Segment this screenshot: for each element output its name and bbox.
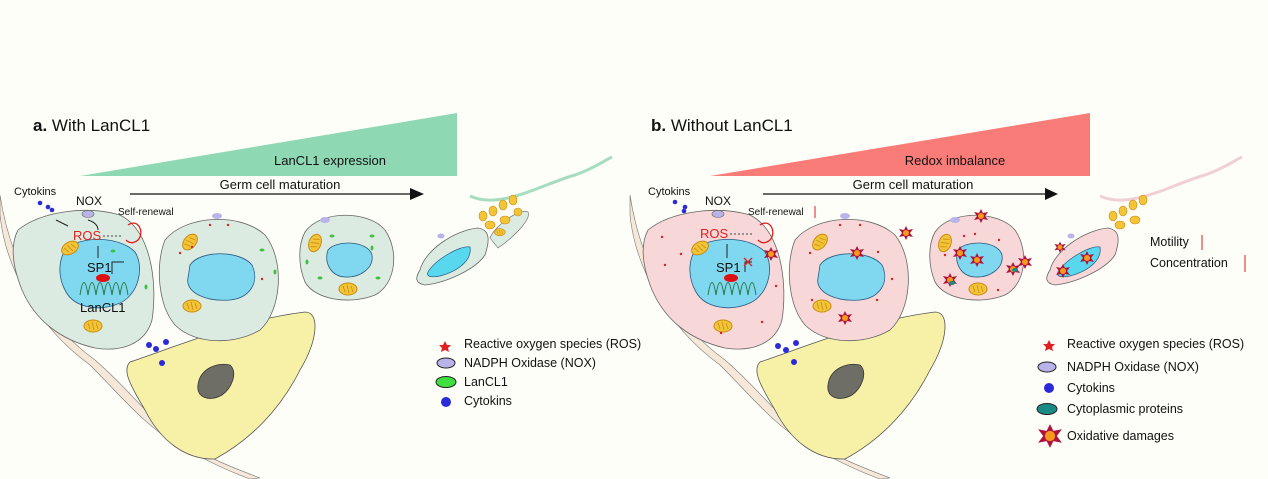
oxidative-damage-icon bbox=[1038, 424, 1062, 448]
ros-label-a: ROS bbox=[73, 228, 102, 243]
sp1-label-a: SP1 bbox=[87, 260, 112, 275]
cytokin-dot-icon bbox=[1044, 383, 1054, 393]
legend-a-item: NADPH Oxidase (NOX) bbox=[464, 356, 596, 370]
sp1-label-b: SP1 bbox=[716, 260, 741, 275]
cytokin-dot-icon bbox=[441, 397, 451, 407]
panel-b: b. Without LanCL1 Redox imbalance Germ c… bbox=[629, 113, 1246, 479]
cytoplasmic-protein-icon bbox=[1036, 403, 1058, 415]
concentration-label: Concentration bbox=[1150, 256, 1228, 270]
legend-a-item: Cytokins bbox=[464, 394, 512, 408]
nox-label-a: NOX bbox=[76, 194, 102, 208]
panel-a-title: a. With LanCL1 bbox=[33, 116, 150, 135]
legend-b-item: NADPH Oxidase (NOX) bbox=[1067, 360, 1199, 374]
legend-b-item: Reactive oxygen species (ROS) bbox=[1067, 337, 1244, 351]
lancl1-expression-label: LanCL1 expression bbox=[274, 153, 386, 168]
sertoli-nucleus bbox=[197, 363, 235, 399]
nox-a1 bbox=[81, 210, 95, 218]
self-renewal-label-b: Self-renewal bbox=[748, 207, 804, 218]
blocked-x-icon bbox=[743, 257, 753, 267]
redox-imbalance-gradient bbox=[710, 113, 1090, 176]
legend-a: Reactive oxygen species (ROS) NADPH Oxid… bbox=[435, 337, 641, 408]
motility-label: Motility bbox=[1150, 235, 1190, 249]
legend-b-item: Cytokins bbox=[1067, 381, 1115, 395]
legend-b-item: Cytoplasmic proteins bbox=[1067, 402, 1183, 416]
sertoli-nucleus bbox=[827, 363, 865, 399]
lancl1-gene-label: LanCL1 bbox=[80, 300, 126, 315]
cytokins-label-a: Cytokins bbox=[14, 186, 57, 198]
lancl1-expression-gradient bbox=[80, 113, 457, 176]
nox-oval-icon bbox=[1037, 361, 1057, 373]
ros-star-icon bbox=[439, 341, 451, 352]
ros-star-icon bbox=[1043, 340, 1055, 351]
maturation-label-a: Germ cell maturation bbox=[220, 177, 341, 192]
ros-label-b: ROS bbox=[700, 226, 729, 241]
maturation-label-b: Germ cell maturation bbox=[853, 177, 974, 192]
legend-a-item: LanCL1 bbox=[464, 375, 508, 389]
redox-imbalance-label: Redox imbalance bbox=[905, 153, 1005, 168]
self-renewal-loop-icon bbox=[125, 222, 142, 244]
nox-oval-icon bbox=[436, 357, 456, 369]
nox-label-b: NOX bbox=[705, 194, 731, 208]
arrow-head-icon bbox=[410, 188, 424, 200]
legend-b: Reactive oxygen species (ROS) NADPH Oxid… bbox=[1036, 337, 1244, 448]
panel-b-title: b. Without LanCL1 bbox=[651, 116, 793, 135]
legend-b-item: Oxidative damages bbox=[1067, 429, 1174, 443]
legend-a-item: Reactive oxygen species (ROS) bbox=[464, 337, 641, 351]
panel-a: a. With LanCL1 LanCL1 expression Germ ce… bbox=[0, 113, 641, 479]
sperm-tail-b bbox=[1099, 155, 1243, 202]
arrow-head-icon bbox=[1045, 188, 1058, 200]
cytokins-label-b: Cytokins bbox=[648, 186, 691, 198]
sperm-tail-a bbox=[469, 155, 613, 202]
lancl1-oval-icon bbox=[435, 376, 457, 388]
self-renewal-label-a: Self-renewal bbox=[118, 207, 174, 218]
